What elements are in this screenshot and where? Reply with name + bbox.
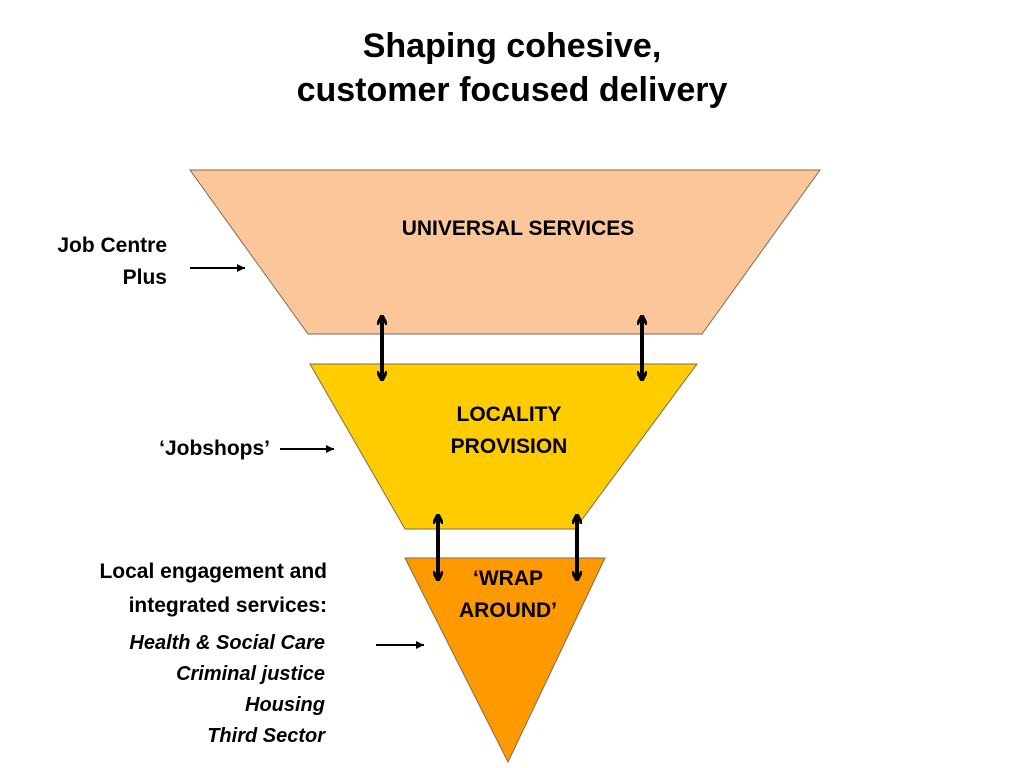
title-line-2: customer focused delivery xyxy=(296,71,728,109)
universal-services-tier xyxy=(189,169,821,335)
jobshops-label: ‘Jobshops’ xyxy=(159,437,270,460)
slide-title: Shaping cohesive, customer focused deliv… xyxy=(0,24,1024,112)
locality-provision-label: LOCALITY PROVISION xyxy=(450,403,568,458)
list-item: Third Sector xyxy=(207,725,325,747)
wrap-around-tier xyxy=(404,557,606,764)
local-engagement-label: Local engagement and integrated services… xyxy=(99,560,327,617)
list-item: Health & Social Care xyxy=(129,632,325,654)
title-line-1: Shaping cohesive, xyxy=(362,27,662,65)
integrated-services-list: Health & Social Care Criminal justice Ho… xyxy=(129,628,325,752)
universal-services-label: UNIVERSAL SERVICES xyxy=(401,217,635,240)
job-centre-plus-label: Job Centre Plus xyxy=(57,234,167,289)
wrap-around-label: ‘WRAP AROUND’ xyxy=(459,567,557,622)
list-item: Criminal justice xyxy=(176,663,325,685)
list-item: Housing xyxy=(245,694,325,716)
